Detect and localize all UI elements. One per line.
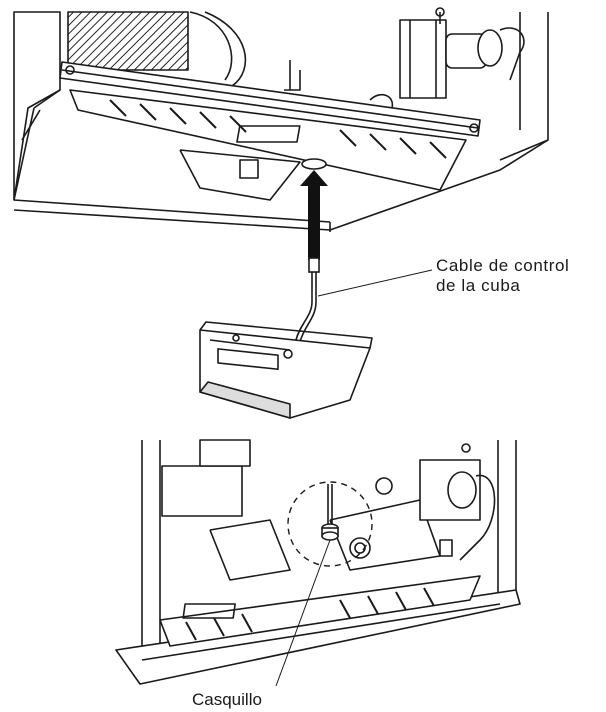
bushing-label: Casquillo <box>192 690 262 709</box>
bushing <box>321 484 339 541</box>
cable-label-line-2: de la cuba <box>436 276 521 295</box>
cable-label-line-1: Cable de control <box>436 256 570 275</box>
bushing-leader-line <box>275 539 331 687</box>
upper-cabinet <box>13 7 549 232</box>
floor-plate <box>159 575 481 647</box>
lower-cabinet <box>115 439 521 685</box>
ridged-plate <box>69 89 467 191</box>
cable-label: Cable de control de la cuba <box>436 256 569 296</box>
cable-leader-line <box>317 269 433 297</box>
control-cable <box>295 257 320 343</box>
water-pan <box>199 321 373 419</box>
insert-arrow <box>300 158 328 260</box>
fan-grill <box>67 11 189 71</box>
detail-circle <box>287 481 373 567</box>
valve-assembly <box>399 7 525 99</box>
